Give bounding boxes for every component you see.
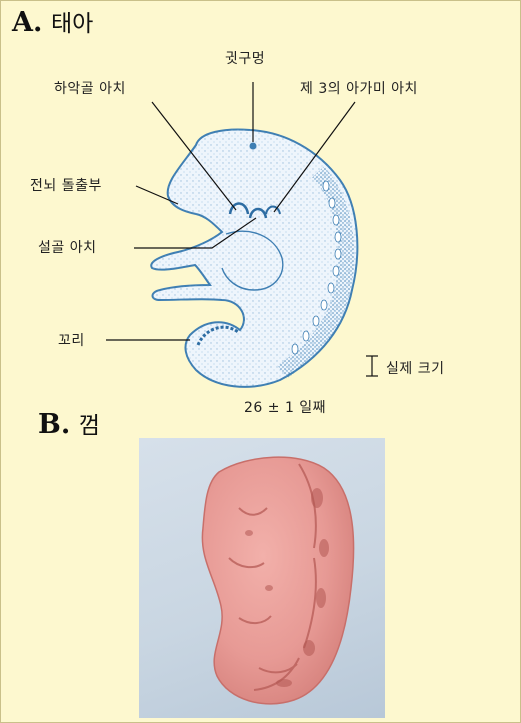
label-tail: 꼬리 — [58, 330, 85, 350]
label-hyoid-arch: 설골 아치 — [38, 237, 96, 257]
label-mandibular-arch: 하악골 아치 — [54, 78, 126, 98]
ear-pit — [250, 143, 257, 150]
panel-a-title-text: 태아 — [51, 11, 93, 37]
panel-b-letter: B. — [38, 409, 70, 440]
panel-a-letter: A. — [12, 7, 42, 38]
panel-b-title-text: 껌 — [79, 413, 100, 439]
label-third-gill-arch: 제 3의 아가미 아치 — [300, 78, 418, 98]
gum-photo — [139, 438, 385, 718]
panel-b-title: B. 껌 — [38, 406, 100, 440]
label-forebrain: 전뇌 돌출부 — [30, 175, 102, 195]
panel-a-title: A. 태아 — [12, 4, 93, 38]
label-ear-pit: 귓구멍 — [225, 48, 265, 68]
label-actual-size: 실제 크기 — [386, 358, 444, 378]
label-age: 26 ± 1 일째 — [244, 397, 326, 417]
gum-shape — [202, 457, 353, 704]
